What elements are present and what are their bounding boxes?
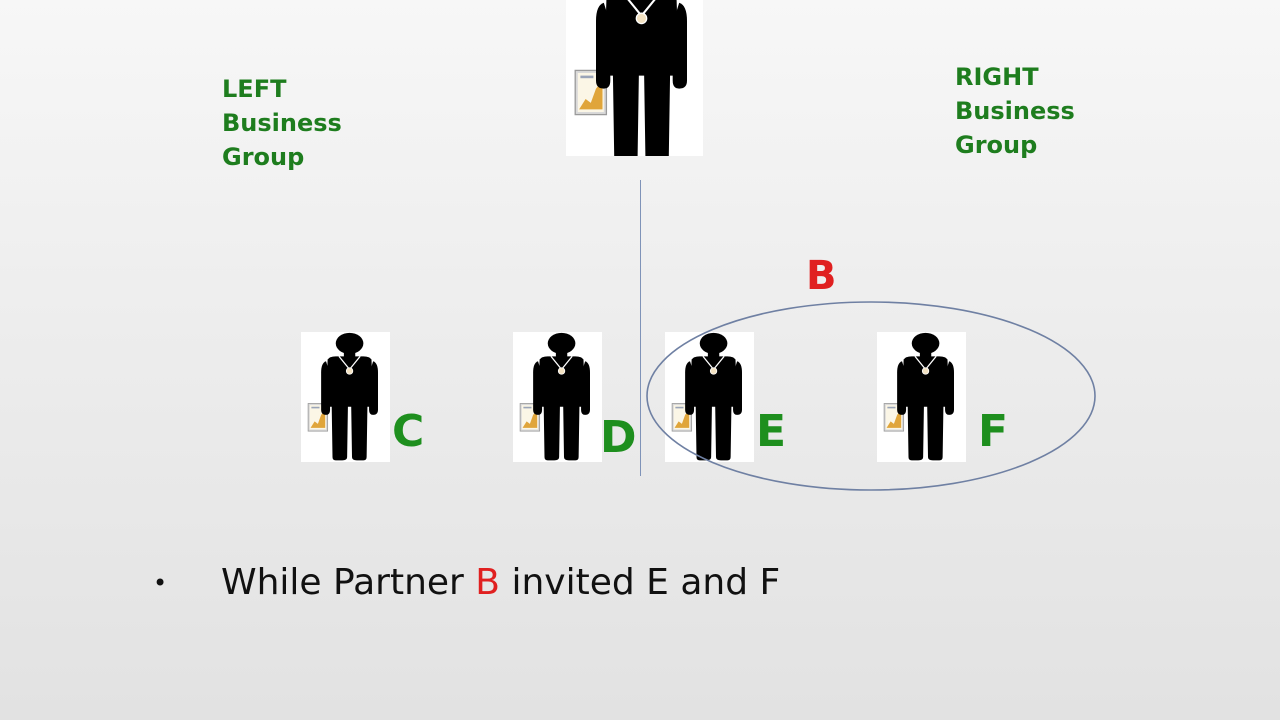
caption-line: • While Partner B invited E and F <box>150 562 780 603</box>
caption-text-before: While Partner <box>221 562 464 603</box>
partner-f-figure <box>877 332 966 462</box>
sponsor-b-label: B <box>806 253 837 299</box>
businessman-icon <box>883 332 955 462</box>
left-group-line-3: Group <box>222 143 305 171</box>
right-group-line-1: RIGHT <box>955 63 1039 91</box>
caption-highlight: B <box>475 562 500 603</box>
left-group-line-2: Business <box>222 109 342 137</box>
businessman-icon <box>574 0 689 156</box>
partner-c-label: C <box>392 406 425 457</box>
left-business-group-label: LEFT Business Group <box>222 72 342 174</box>
right-group-line-3: Group <box>955 131 1038 159</box>
partner-f-label: F <box>978 406 1009 457</box>
partner-d-figure <box>513 332 602 462</box>
businessman-icon <box>519 332 591 462</box>
caption-text-after: invited E and F <box>511 562 781 603</box>
left-group-line-1: LEFT <box>222 75 287 103</box>
businessman-icon <box>307 332 379 462</box>
caption-bullet: • <box>153 568 168 597</box>
partner-e-figure <box>665 332 754 462</box>
top-sponsor-figure <box>566 0 703 156</box>
right-group-line-2: Business <box>955 97 1075 125</box>
partner-c-figure <box>301 332 390 462</box>
partner-d-label: D <box>600 412 637 463</box>
partner-e-label: E <box>756 406 787 457</box>
businessman-icon <box>671 332 743 462</box>
right-business-group-label: RIGHT Business Group <box>955 60 1075 162</box>
group-divider-line <box>640 180 641 476</box>
